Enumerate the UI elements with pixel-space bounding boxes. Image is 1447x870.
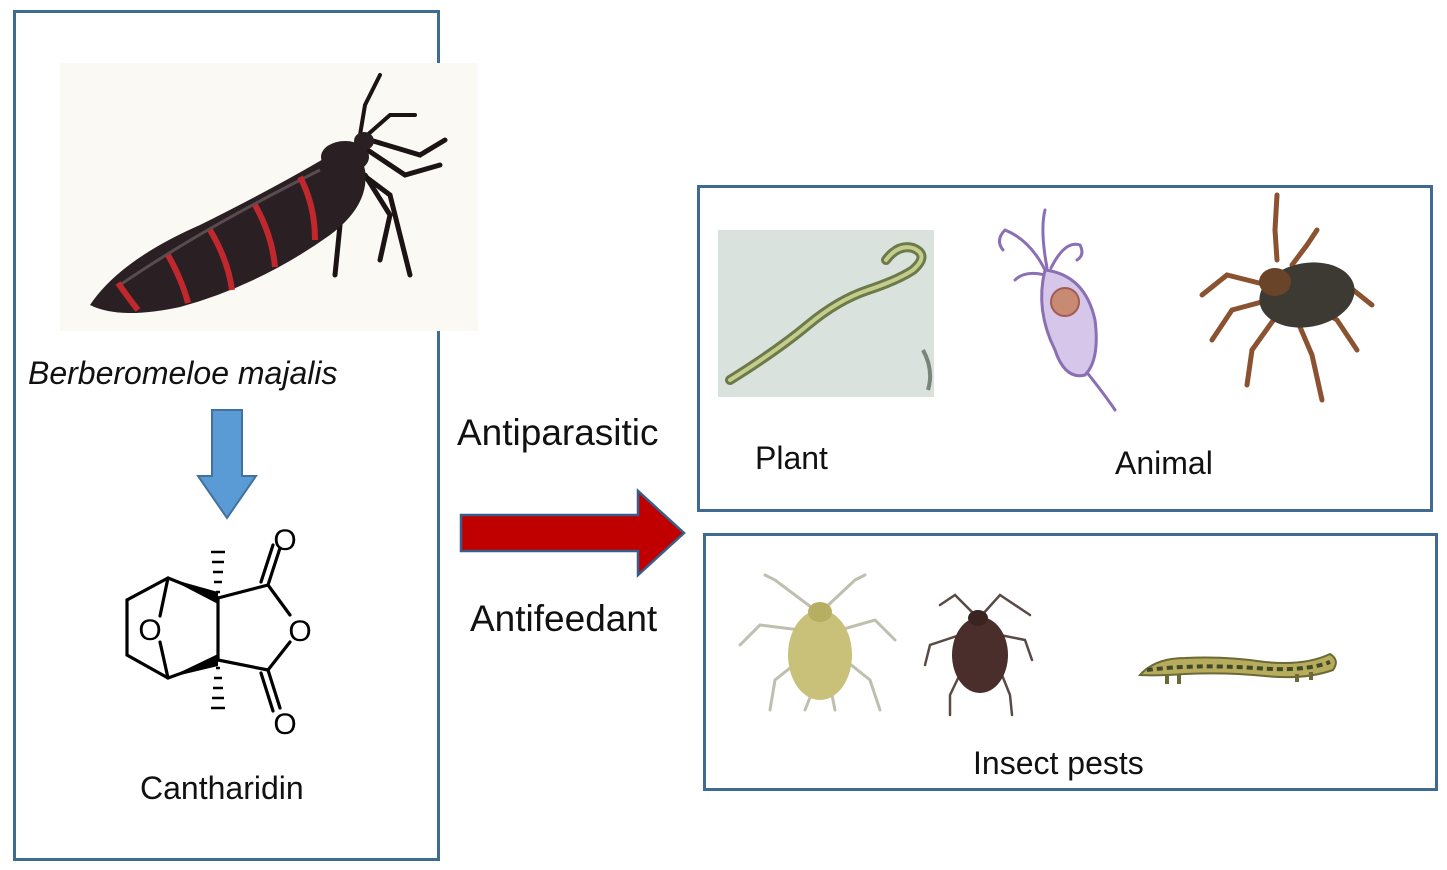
caterpillar-icon bbox=[1137, 652, 1337, 684]
atom-o-bottom: O bbox=[273, 708, 296, 741]
atom-o-ring: O bbox=[288, 615, 311, 648]
atom-o-top: O bbox=[273, 524, 296, 557]
animal-label: Animal bbox=[1115, 445, 1213, 481]
cantharidin-structure: O O O O bbox=[125, 524, 312, 741]
antifeedant-label: Antifeedant bbox=[470, 598, 658, 639]
nematode-icon bbox=[718, 230, 934, 397]
tick-icon bbox=[1199, 192, 1375, 403]
right-arrow-icon bbox=[459, 488, 686, 578]
down-arrow-icon bbox=[196, 409, 258, 520]
species-name: Berberomeloe majalis bbox=[28, 355, 338, 391]
dark-aphid-icon bbox=[923, 593, 1034, 717]
green-aphid-icon bbox=[738, 573, 897, 712]
atom-o-bridge: O bbox=[138, 614, 161, 647]
insect-pests-label: Insect pests bbox=[973, 745, 1144, 781]
plant-label: Plant bbox=[755, 440, 828, 476]
protozoan-icon bbox=[998, 208, 1117, 412]
oil-beetle-icon bbox=[60, 63, 478, 331]
antiparasitic-label: Antiparasitic bbox=[457, 412, 659, 453]
compound-name: Cantharidin bbox=[140, 770, 304, 806]
